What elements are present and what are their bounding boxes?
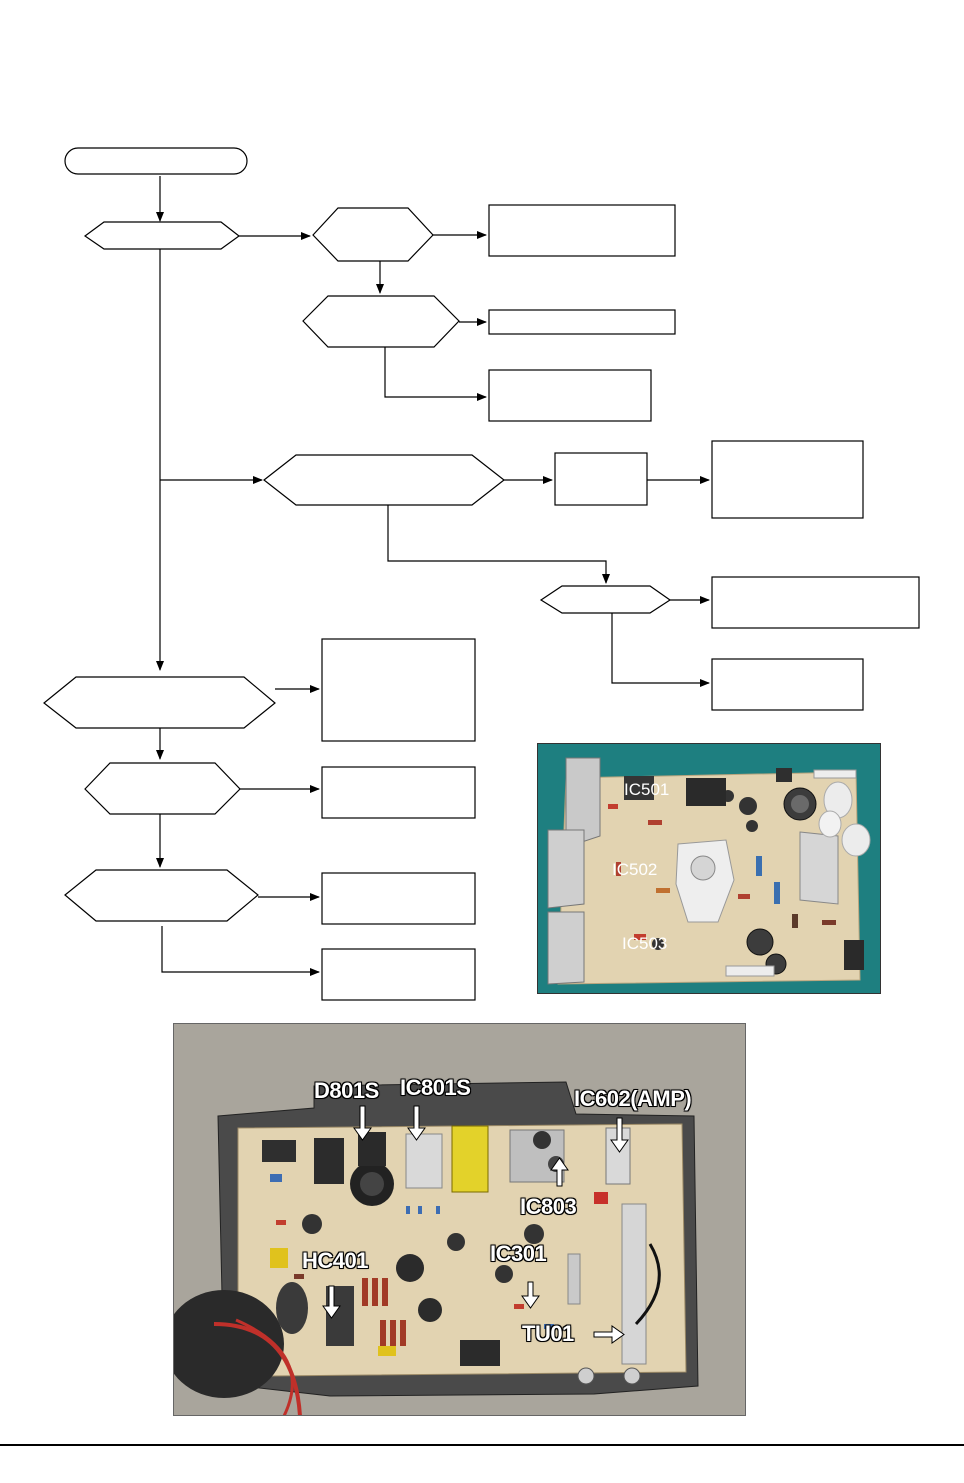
- process-box-1b: [488, 309, 676, 335]
- label-ic602: IC602(AMP): [574, 1086, 692, 1111]
- arrow-ic602: [610, 1117, 629, 1153]
- label-ic801s: IC801S: [400, 1075, 471, 1100]
- arrow-hc401: [322, 1285, 341, 1319]
- label-ic501: IC501: [624, 780, 670, 799]
- process-box-1c: [488, 369, 652, 422]
- decision-1: [83, 221, 241, 250]
- process-box-5: [321, 872, 476, 925]
- process-box-2b: [711, 440, 864, 519]
- label-ic301: IC301: [490, 1241, 547, 1266]
- pcb-photo-small: IC501 IC502 IC503: [537, 743, 881, 994]
- connector: [384, 347, 487, 401]
- process-box-2a: [554, 452, 648, 506]
- decision-5: [64, 869, 259, 922]
- label-ic803: IC803: [520, 1194, 577, 1219]
- label-ic502: IC502: [612, 860, 658, 879]
- arrow-d801s: [353, 1105, 372, 1141]
- pcb-photo-main: D801S IC801S IC602(AMP) IC803 HC401 IC30…: [173, 1023, 746, 1416]
- decision-2c: [539, 585, 672, 614]
- process-box-1a: [488, 204, 676, 257]
- decision-2: [263, 454, 505, 506]
- decision-4: [84, 762, 241, 815]
- connector: [387, 505, 610, 584]
- pcb-main-illustration: [174, 1024, 745, 1415]
- start-terminal: [64, 147, 248, 175]
- arrow-tu01: [593, 1325, 625, 1344]
- label-d801s: D801S: [314, 1078, 379, 1103]
- label-tu01: TU01: [522, 1321, 574, 1346]
- arrow-ic301: [521, 1281, 540, 1309]
- decision-1a: [312, 207, 434, 262]
- process-box-4: [321, 766, 476, 819]
- arrow-ic803: [550, 1157, 569, 1187]
- process-box-2d: [711, 658, 864, 711]
- decision-1b: [302, 295, 460, 348]
- label-hc401: HC401: [302, 1248, 368, 1273]
- footer-rule: [0, 1444, 964, 1446]
- arrow-ic801s: [407, 1105, 426, 1141]
- connector: [161, 926, 320, 976]
- process-box-6: [321, 948, 476, 1001]
- decision-3: [43, 676, 276, 729]
- label-ic503: IC503: [622, 934, 668, 953]
- pcb-small-illustration: [538, 744, 880, 993]
- process-box-3: [321, 638, 476, 742]
- process-box-2c: [711, 576, 920, 629]
- connector: [611, 613, 710, 687]
